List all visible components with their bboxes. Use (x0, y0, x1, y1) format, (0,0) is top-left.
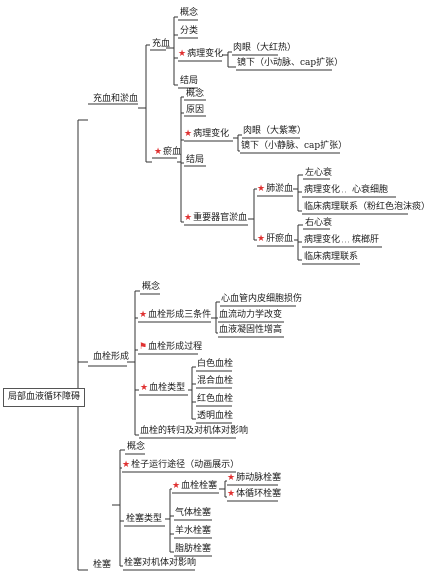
node-label: 肝瘀血 (266, 234, 294, 244)
node-lung-clinical: 临床病理联系（粉红色泡沫痰） (304, 202, 425, 212)
node-thrombus-fate: 血栓的转归及对机体对影响 (140, 426, 249, 436)
node-label: 病理变化 (193, 129, 230, 139)
star-icon: ★ (122, 460, 131, 470)
star-icon: ★ (172, 481, 181, 491)
node-hyperemia-outcome: 结局 (180, 76, 199, 86)
node-congestion-outcome: 结局 (186, 155, 205, 165)
star-icon: ★ (154, 147, 163, 157)
star-icon: ★ (140, 383, 149, 393)
node-thrombus-mixed: 混合血栓 (197, 376, 234, 386)
node-liver-pathology: 病理变化 (304, 235, 341, 245)
node-congestion-gross: 肉眼（大紫寒） (243, 126, 307, 136)
node-label: 血栓类型 (149, 383, 186, 393)
node-label: 血栓形成过程 (148, 342, 203, 352)
node-congestion-pathology: ★病理变化 (184, 129, 229, 140)
node-organ-congestion: ★重要器官淤血 (184, 213, 247, 224)
node-label: 肺淤血 (266, 184, 294, 194)
node-thrombosis: 血栓形成 (93, 352, 130, 362)
node-label: 栓子运行途径（动画展示） (131, 460, 240, 470)
node-lung-congestion: ★肺淤血 (257, 184, 293, 195)
node-congestion: ★瘀血 (154, 147, 181, 158)
node-hyperemia-congestion: 充血和淤血 (93, 94, 139, 104)
star-icon: ★ (227, 489, 236, 499)
node-embolus-systemic: ★体循环栓塞 (227, 489, 281, 500)
node-congestion-micro: 镜下（小静脉、cap扩张） (241, 141, 348, 151)
node-hyperemia-concept: 概念 (180, 8, 199, 18)
node-embolism: 栓塞 (93, 560, 112, 570)
flag-icon: ⚑ (139, 342, 148, 352)
node-label: 病理变化 (187, 49, 224, 59)
node-thrombus-white: 白色血栓 (197, 359, 234, 369)
star-icon: ★ (227, 473, 236, 483)
node-label: 体循环栓塞 (236, 489, 282, 499)
node-thrombus-concept: 概念 (142, 282, 161, 292)
node-lung-cause: 左心衰 (305, 168, 333, 178)
node-congestion-cause: 原因 (186, 105, 205, 115)
node-thrombus-types: ★血栓类型 (140, 383, 185, 394)
node-thrombus-red: 红色血栓 (197, 394, 234, 404)
node-liver-clinical: 临床病理联系 (304, 252, 359, 262)
node-hyperemia-classification: 分类 (180, 26, 199, 36)
node-label: 血栓栓塞 (181, 481, 218, 491)
node-hyperemia-pathology: ★病理变化 (178, 49, 223, 60)
node-liver-cause: 右心衰 (305, 218, 333, 228)
node-label: 重要器官淤血 (193, 213, 248, 223)
node-thrombus-conditions: ★血栓形成三条件 (139, 310, 211, 321)
star-icon: ★ (178, 49, 187, 59)
node-embolus-amniotic: 羊水栓塞 (175, 526, 212, 536)
node-lung-pathology: 病理变化 (304, 185, 341, 195)
star-icon: ★ (184, 129, 193, 139)
node-liver-pathology-detail: 槟榔肝 (352, 235, 380, 245)
node-embolus-concept: 概念 (127, 442, 146, 452)
node-embolus-route: ★栓子运行途径（动画展示） (122, 460, 239, 471)
star-icon: ★ (257, 184, 266, 194)
node-thrombus-process: ⚑血栓形成过程 (139, 342, 202, 353)
node-embolus-thromboembolism: ★血栓栓塞 (172, 481, 217, 492)
node-congestion-concept: 概念 (186, 89, 205, 99)
node-thrombus-cond3: 血液凝固性增高 (219, 325, 283, 335)
node-hyperemia-gross: 肉眼（大红热） (233, 43, 297, 53)
node-thrombus-cond1: 心血管内皮细胞损伤 (221, 294, 303, 304)
node-label: 瘀血 (163, 147, 182, 157)
node-thrombus-hyaline: 透明血栓 (197, 411, 234, 421)
node-lung-pathology-detail: 心衰细胞 (352, 185, 389, 195)
node-liver-congestion: ★肝瘀血 (257, 234, 293, 245)
node-embolus-effect: 栓塞对机体对影响 (124, 558, 197, 568)
node-embolus-gas: 气体栓塞 (175, 508, 212, 518)
node-embolus-fat: 脂肪栓塞 (175, 544, 212, 554)
root-node: 局部血液循环障碍 (3, 388, 86, 407)
star-icon: ★ (139, 310, 148, 320)
node-embolus-types: 栓塞类型 (126, 514, 163, 524)
star-icon: ★ (184, 213, 193, 223)
node-embolus-pulmonary: ★肺动脉栓塞 (227, 473, 281, 484)
star-icon: ★ (257, 234, 266, 244)
node-label: 血栓形成三条件 (148, 310, 212, 320)
node-label: 肺动脉栓塞 (236, 473, 282, 483)
node-hyperemia-micro: 镜下（小动脉、cap扩张） (237, 58, 344, 68)
node-hyperemia: 充血 (152, 39, 171, 49)
node-thrombus-cond2: 血流动力学改变 (219, 310, 283, 320)
root-label: 局部血液循环障碍 (8, 392, 81, 402)
